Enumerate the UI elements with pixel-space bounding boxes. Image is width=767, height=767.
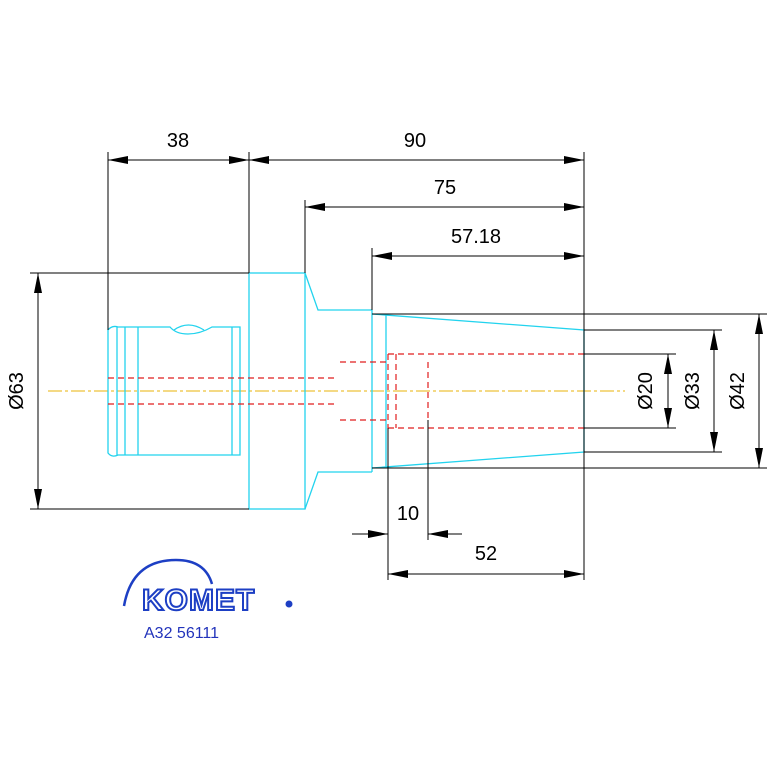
dimension-57-18: 57.18 [371, 226, 584, 310]
dimension-38: 38 [107, 130, 250, 330]
dimension-52: 52 [388, 543, 584, 578]
dim-label-38: 38 [167, 130, 189, 152]
dim-label-dia-33: Ø33 [682, 372, 704, 410]
dim-label-dia-42: Ø42 [727, 372, 749, 410]
dim-label-dia-63: Ø63 [6, 372, 28, 410]
logo-dot [285, 600, 293, 608]
part-number: A32 56111 [144, 625, 219, 642]
part-outline [107, 272, 585, 510]
logo-brand-text: KOMET [142, 584, 255, 617]
dimension-dia-20: Ø20 [584, 353, 676, 429]
hidden-lines [108, 353, 584, 429]
dim-label-75: 75 [434, 177, 456, 199]
dimension-10: 10 [352, 420, 462, 580]
dim-label-10: 10 [397, 503, 419, 525]
dim-label-90: 90 [404, 130, 426, 152]
komet-logo: KOMET A32 56111 [122, 558, 293, 642]
logo-arc [122, 558, 214, 607]
dim-label-dia-20: Ø20 [635, 372, 657, 410]
dimension-90: 90 [249, 130, 585, 580]
dim-label-52: 52 [475, 543, 497, 565]
dimension-dia-42: Ø42 [372, 313, 767, 469]
dim-label-57-18: 57.18 [451, 226, 501, 248]
dimension-dia-33: Ø33 [584, 329, 722, 453]
dimension-dia-63: Ø63 [6, 272, 249, 510]
dimension-75: 75 [304, 177, 584, 273]
